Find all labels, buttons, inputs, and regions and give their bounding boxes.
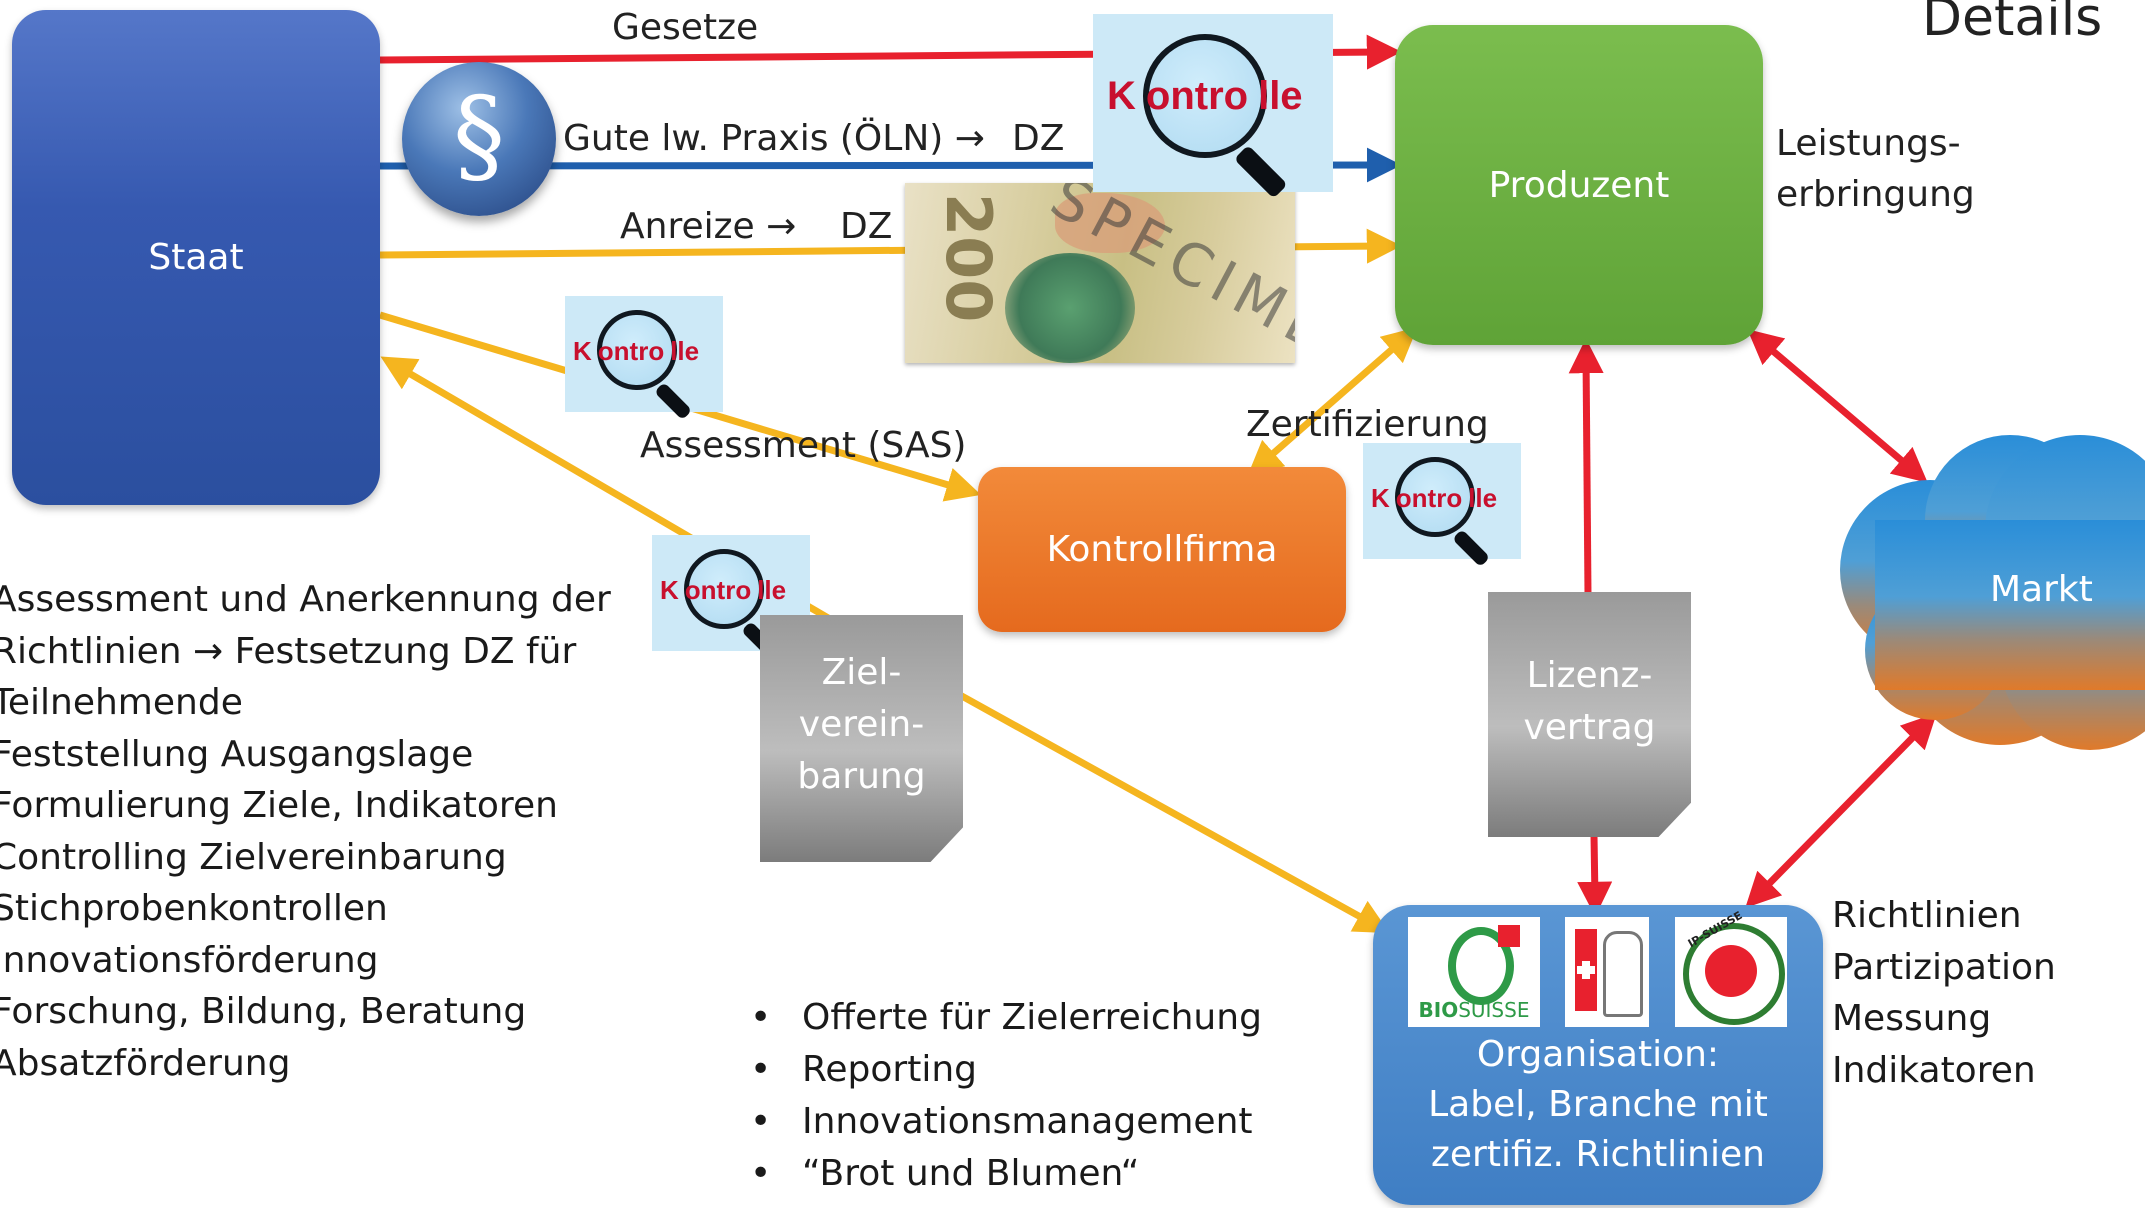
label-gute-praxis-dz: DZ	[1012, 118, 1065, 159]
kontrolle-core: ontro	[1145, 74, 1249, 118]
label-anreize-dz: DZ	[840, 206, 893, 247]
magnifier-icon	[1395, 457, 1475, 537]
markt-cloud	[1840, 435, 2145, 750]
bio-suisse-text-suisse: SUISSE	[1458, 998, 1530, 1022]
paragraph-icon: §	[453, 74, 505, 196]
document-lizenzvertrag: Lizenz- vertrag	[1488, 592, 1691, 837]
kontrolle-k: K	[1107, 74, 1136, 118]
label-gute-praxis: Gute lw. Praxis (ÖLN) →	[563, 118, 985, 159]
markt-label[interactable]: Markt	[1990, 569, 2093, 610]
list-item: “Brot und Blumen“	[802, 1148, 1262, 1200]
label-assessment: Assessment (SAS)	[640, 425, 967, 466]
banknote-image: 200 SPECIMEN	[905, 183, 1295, 363]
kontrolle-suffix: lle	[1258, 74, 1303, 118]
bio-suisse-logo: BIOSUISSE	[1408, 917, 1540, 1027]
arrow-zertifizierung	[1247, 326, 1418, 477]
magnifier-icon	[597, 310, 677, 390]
paragraph-circle: §	[402, 62, 556, 216]
document-zielvereinbarung: Ziel- verein- barung	[760, 615, 963, 862]
kontrollfirma-node[interactable]: Kontrollfirma	[978, 467, 1346, 632]
staat-node[interactable]: Staat	[12, 10, 380, 505]
produzent-node[interactable]: Produzent	[1395, 25, 1763, 345]
label-gesetze: Gesetze	[612, 7, 759, 48]
staat-tasks-list: Assessment und Anerkennung der Richtlini…	[0, 579, 611, 1084]
branche-logo	[1565, 917, 1649, 1027]
organisation-functions-list: Richtlinien Partizipation Messung Indika…	[1832, 895, 2056, 1091]
label-anreize: Anreize →	[620, 206, 797, 247]
arrow-lizenz-produzent	[1568, 338, 1604, 596]
ip-suisse-logo: IP-SUISSE	[1675, 909, 1787, 1027]
label-leistungserbringung: Leistungs- erbringung	[1776, 123, 1975, 215]
organisation-tasks-bullets: Offerte für Zielerreichung Reporting Inn…	[802, 992, 1262, 1200]
list-item: Offerte für Zielerreichung	[802, 992, 1262, 1044]
bio-suisse-text-bio: BIO	[1418, 998, 1459, 1022]
magnifier-icon	[684, 549, 764, 629]
organisation-node[interactable]: BIOSUISSE IP-SUISSE Organisation: Label,…	[1373, 905, 1823, 1205]
list-item: Innovationsmanagement	[802, 1096, 1262, 1148]
page-title: Details	[1922, 0, 2103, 48]
arrow-organisation-markt	[1745, 713, 1937, 908]
label-zertifizierung: Zertifizierung	[1246, 404, 1489, 445]
list-item: Reporting	[802, 1044, 1262, 1096]
banknote-denomination: 200	[932, 193, 1005, 323]
magnifier-icon	[1143, 34, 1267, 158]
arrow-produzent-markt	[1747, 329, 1928, 483]
organisation-label: Organisation: Label, Branche mit zertifi…	[1428, 1034, 1768, 1175]
arrow-lizenz-organisation	[1577, 834, 1613, 917]
